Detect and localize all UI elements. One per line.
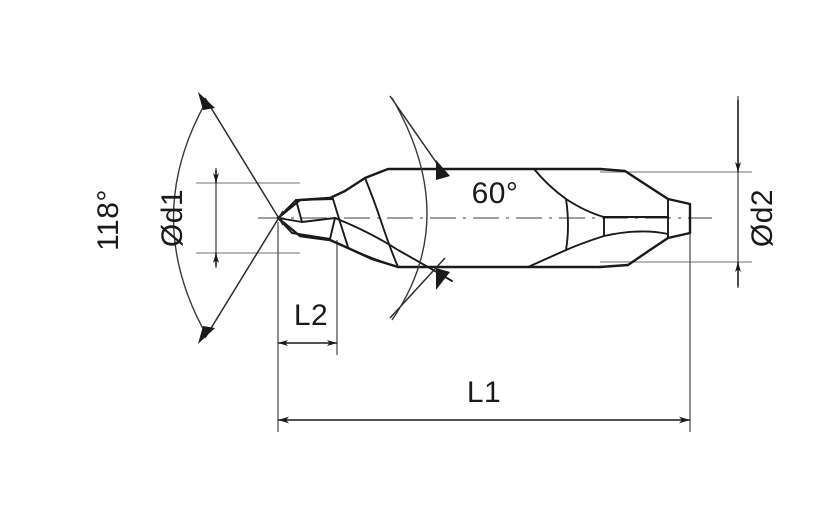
point-angle-label: 118° bbox=[92, 189, 125, 251]
countersink-detail bbox=[334, 177, 453, 282]
left-tip-detail bbox=[277, 198, 341, 240]
overall-length-label: L1 bbox=[467, 376, 501, 409]
point-angle-arrow-bottom bbox=[198, 326, 215, 344]
point-angle-annotation: 118° bbox=[92, 92, 284, 344]
countersink-angle-arrow-bottom bbox=[436, 268, 450, 290]
countersink-angle-label: 60° bbox=[472, 177, 519, 210]
point-angle-arrow-top bbox=[198, 92, 215, 110]
pilot-length-label: L2 bbox=[294, 299, 328, 332]
body-flute-lines bbox=[387, 168, 601, 268]
countersink-angle-arrow-top bbox=[436, 160, 450, 180]
body-diameter-dimension: Ød2 bbox=[735, 96, 779, 288]
pilot-diameter-dimension: Ød1 bbox=[156, 168, 219, 268]
pilot-diameter-label: Ød1 bbox=[156, 189, 189, 247]
countersink-angle-annotation: 60° bbox=[389, 95, 519, 321]
overall-length-dimension: L1 bbox=[278, 376, 690, 424]
body-diameter-label: Ød2 bbox=[746, 189, 779, 247]
pilot-length-dimension: L2 bbox=[278, 299, 337, 346]
right-tip-detail bbox=[527, 168, 669, 268]
